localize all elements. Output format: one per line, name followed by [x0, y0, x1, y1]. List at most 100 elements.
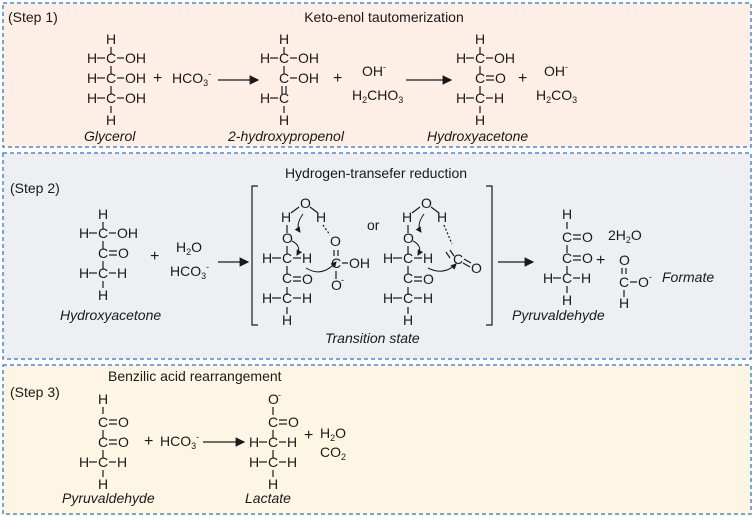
svg-text:H: H — [106, 31, 116, 47]
transition-state-label: Transition state — [325, 330, 420, 346]
svg-text:O: O — [582, 229, 593, 245]
hydroxypropenol-structure: H H C OH C OH H C H — [260, 31, 319, 128]
svg-text:OH: OH — [298, 50, 319, 66]
svg-text:H: H — [383, 250, 393, 266]
step2-panel — [2, 152, 752, 360]
svg-text:O: O — [268, 391, 279, 407]
svg-text:H: H — [87, 90, 97, 106]
glycerol-structure: H H C OH H C OH H C OH H — [87, 31, 146, 128]
svg-text:H: H — [302, 250, 312, 266]
step1-panel — [2, 2, 752, 148]
svg-text:H: H — [87, 50, 97, 66]
svg-text:O: O — [403, 230, 414, 246]
svg-text:H: H — [302, 290, 312, 306]
lactate-label: Lactate — [245, 490, 291, 506]
svg-text:O: O — [638, 274, 649, 290]
plus-sign: + — [153, 70, 162, 87]
step3-title: Benzilic acid rearrangement — [108, 368, 282, 384]
svg-text:O: O — [331, 277, 342, 293]
svg-text:C: C — [98, 225, 108, 241]
svg-text:H: H — [562, 206, 572, 222]
svg-text:C: C — [562, 270, 572, 286]
svg-text:H: H — [316, 209, 326, 225]
svg-text:O: O — [118, 414, 129, 430]
svg-text:C: C — [98, 414, 108, 430]
svg-text:O: O — [300, 195, 311, 211]
svg-text:C: C — [106, 70, 116, 86]
svg-text:H: H — [456, 90, 466, 106]
svg-text:H: H — [581, 270, 591, 286]
svg-text:H: H — [619, 295, 629, 311]
h2cho3-reagent: H2CHO3 — [352, 87, 403, 105]
svg-text:O: O — [302, 271, 313, 287]
svg-text:H: H — [117, 454, 127, 470]
svg-text:OH: OH — [494, 50, 515, 66]
svg-text:C: C — [268, 454, 278, 470]
svg-text:C: C — [268, 434, 278, 450]
svg-text:O: O — [582, 250, 593, 266]
svg-text:C: C — [106, 50, 116, 66]
glycerol-label: Glycerol — [84, 128, 136, 144]
svg-text:H: H — [98, 476, 108, 492]
svg-text:O: O — [330, 233, 341, 249]
svg-text:O: O — [118, 245, 129, 261]
svg-text:H: H — [79, 225, 89, 241]
svg-text:OH: OH — [298, 70, 319, 86]
hydroxide-reagent: OH- — [544, 62, 568, 79]
svg-text:H: H — [281, 209, 291, 225]
svg-text:H: H — [423, 290, 433, 306]
svg-text:OH: OH — [125, 70, 146, 86]
svg-text:C: C — [282, 290, 292, 306]
plus-sign: + — [333, 70, 342, 87]
svg-text:H: H — [383, 290, 393, 306]
step3-panel — [2, 364, 752, 515]
hydroxyacetone-structure: H H C OH C O H C H H — [456, 31, 515, 128]
svg-text:H: H — [262, 250, 272, 266]
lactate-structure: O - C O H C H H C H H — [249, 390, 299, 492]
plus-sign: + — [518, 70, 527, 87]
svg-text:C: C — [279, 70, 289, 86]
svg-text:C: C — [106, 90, 116, 106]
svg-text:C: C — [279, 50, 289, 66]
svg-text:-: - — [278, 390, 281, 400]
plus-sign: + — [304, 427, 313, 444]
pyruvaldehyde-structure: H C O C O H C H H — [79, 391, 129, 492]
bicarbonate-reagent: HCO3- — [160, 432, 199, 451]
svg-text:H: H — [87, 70, 97, 86]
svg-text:H: H — [543, 270, 553, 286]
hydroxide-reagent: OH- — [362, 62, 386, 79]
svg-text:H: H — [402, 209, 412, 225]
svg-text:H: H — [279, 112, 289, 128]
svg-text:H: H — [260, 50, 270, 66]
svg-text:H: H — [268, 476, 278, 492]
svg-text:OH: OH — [125, 50, 146, 66]
transition-state-bracket-left — [251, 185, 258, 326]
svg-text:H: H — [475, 112, 485, 128]
svg-text:H: H — [249, 454, 259, 470]
svg-text:H: H — [403, 312, 413, 328]
svg-text:O: O — [471, 260, 482, 276]
svg-text:O: O — [423, 271, 434, 287]
h2co3-reagent: H2CO3 — [536, 87, 577, 105]
svg-text:H: H — [260, 90, 270, 106]
svg-text:C: C — [475, 50, 485, 66]
transition-state-structure-2: H O H O H C H C O H C H H C - — [383, 195, 482, 328]
svg-text:H: H — [494, 90, 504, 106]
svg-text:C: C — [619, 274, 629, 290]
svg-text:OH: OH — [117, 225, 138, 241]
svg-text:C: C — [268, 414, 278, 430]
svg-text:H: H — [475, 31, 485, 47]
svg-text:O: O — [288, 414, 299, 430]
co2-product: CO2 — [320, 444, 346, 462]
step3-label: (Step 3) — [10, 384, 60, 400]
svg-text:H: H — [98, 287, 108, 303]
svg-text:-: - — [341, 275, 344, 285]
water-reagent: H2O — [176, 239, 202, 257]
svg-text:H: H — [79, 265, 89, 281]
svg-text:C: C — [98, 454, 108, 470]
step2-title: Hydrogen-transefer reduction — [285, 165, 467, 181]
svg-text:OH: OH — [125, 90, 146, 106]
svg-text:-: - — [649, 272, 652, 282]
